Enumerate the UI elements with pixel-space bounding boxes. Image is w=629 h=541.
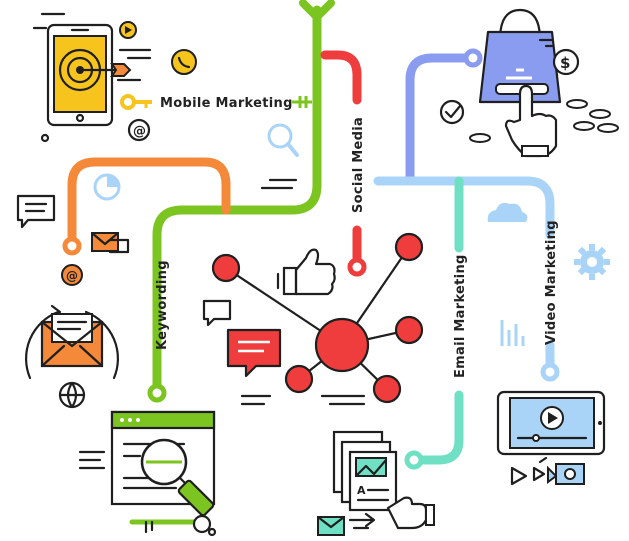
chat-bubble-icon-small <box>204 301 230 325</box>
chat-bubble-icon-red <box>228 330 280 376</box>
network-node <box>213 255 239 281</box>
svg-text:@: @ <box>133 124 146 139</box>
play-button-icon <box>120 22 136 38</box>
at-sign-icon-top: @ <box>129 120 149 140</box>
green-route-endpoint <box>150 386 164 400</box>
browser-search-icon <box>112 412 214 516</box>
key-icon-bottom <box>132 516 215 535</box>
send-envelope-icon <box>318 514 374 535</box>
mobile-marketing-key-icon <box>122 96 152 108</box>
mobile-marketing-label: Mobile Marketing <box>160 96 293 111</box>
network-node <box>374 376 400 402</box>
mobile-marketing-connector <box>292 96 312 108</box>
cloud-icon <box>488 203 528 222</box>
email-envelope-cycle-icon <box>26 306 118 407</box>
lightblue-route-endpoint <box>543 365 557 379</box>
lightblue-route-line <box>378 181 550 235</box>
keywording-label: Keywording <box>155 260 170 350</box>
video-marketing-label: Video Marketing <box>544 220 559 345</box>
at-sign-icon-orange: @ <box>62 265 82 285</box>
social-media-label: Social Media <box>351 117 366 213</box>
documents-stack-icon: A <box>334 432 396 510</box>
network-node <box>396 234 422 260</box>
checkmark-circle-icon <box>441 101 463 123</box>
red-route-top <box>325 55 357 100</box>
document-letter-a: A <box>357 484 366 497</box>
pie-chart-icon <box>95 175 119 199</box>
phone-call-icon <box>172 50 196 74</box>
chat-bubble-icon-left <box>18 196 54 227</box>
mobile-phone-target-icon <box>48 25 130 125</box>
network-node <box>286 366 312 392</box>
teal-route-bottom <box>420 395 459 460</box>
red-route-endpoint <box>350 260 364 274</box>
bar-chart-icon <box>502 320 523 346</box>
search-magnifier-icon <box>269 125 297 155</box>
email-marketing-label: Email Marketing <box>453 254 468 378</box>
teal-route-endpoint <box>407 453 421 467</box>
network-hub-node <box>316 319 368 371</box>
shopping-bag-icon <box>480 10 560 102</box>
svg-text:@: @ <box>66 269 78 283</box>
decor-lines-mid <box>262 180 296 188</box>
video-player-icon <box>498 392 604 454</box>
dollar-coin-icon: $ <box>554 50 578 74</box>
gear-icon <box>574 244 610 280</box>
orange-route-endpoint <box>65 239 79 253</box>
blue-route-endpoint <box>466 51 480 65</box>
video-camera-icon <box>512 458 584 484</box>
thumbs-up-icon <box>278 250 335 294</box>
svg-text:$: $ <box>560 54 570 72</box>
network-node <box>396 317 422 343</box>
envelope-icon-small <box>92 233 128 252</box>
orange-route-line <box>72 162 226 240</box>
